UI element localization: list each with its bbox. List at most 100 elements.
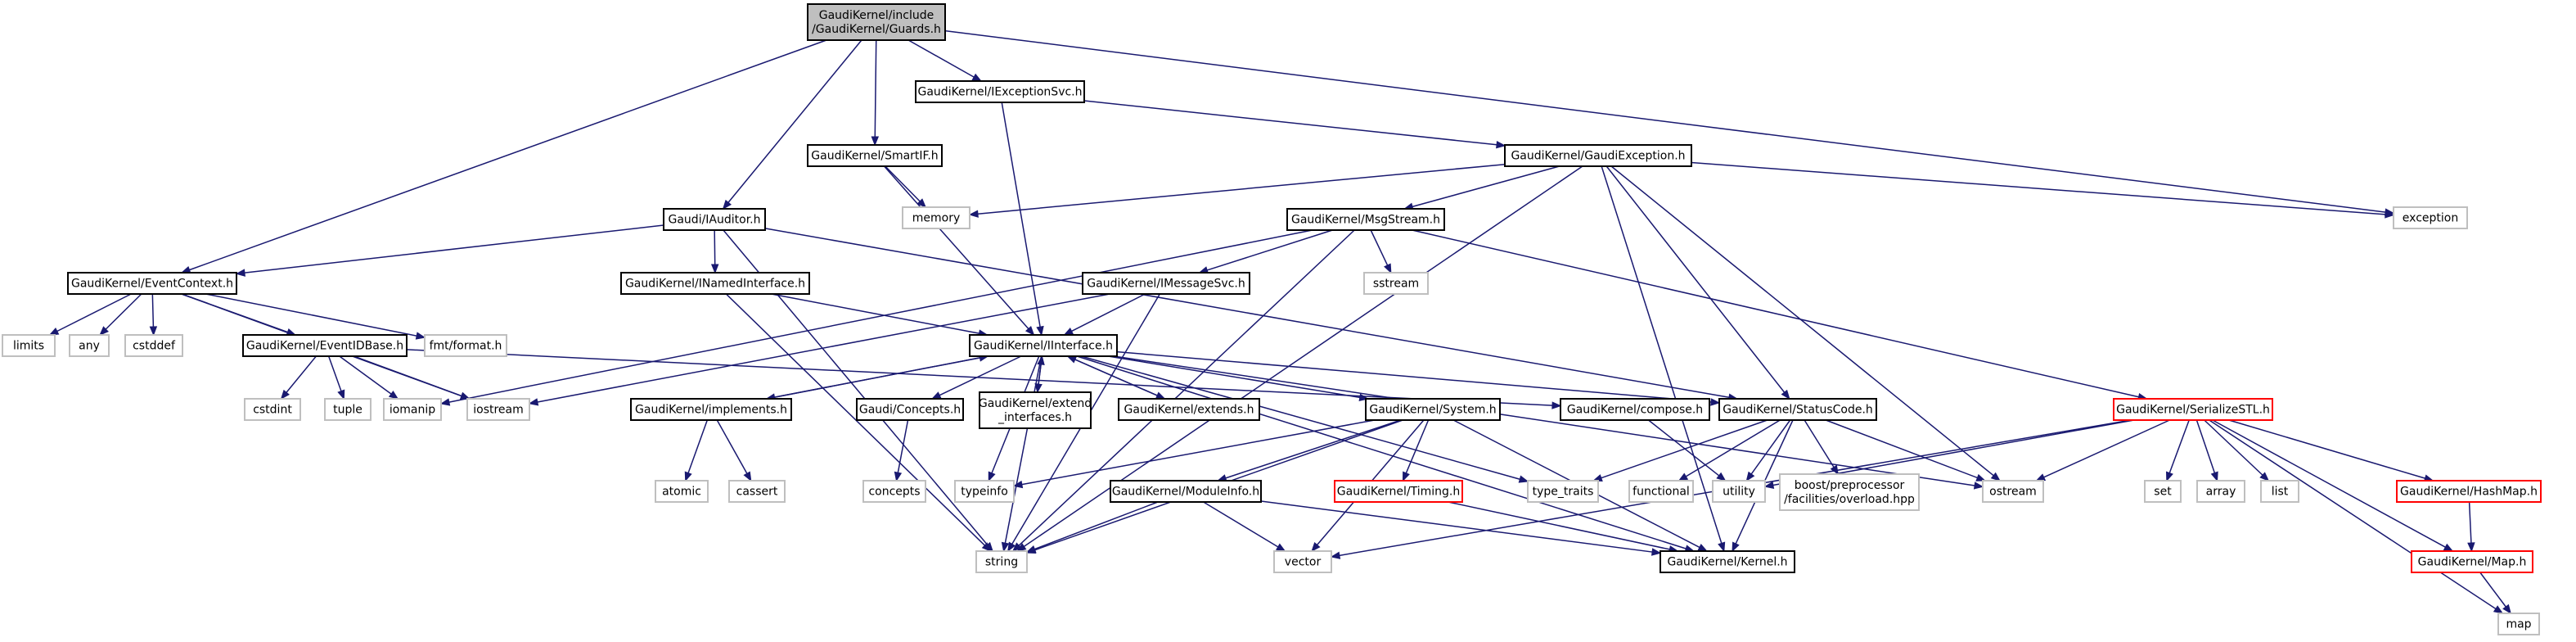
edge-eventidbase-to-tuple: [327, 355, 345, 400]
node-box: [1363, 272, 1429, 295]
edge-gaudiexception-to-kernel: [1601, 165, 1726, 553]
node-concepts: concepts: [862, 480, 926, 503]
edge-inamedinterface-to-iinterface: [771, 293, 989, 337]
node-map_h[interactable]: GaudiKernel/Map.h: [2411, 550, 2533, 573]
node-label: GaudiKernel/System.h: [1369, 404, 1496, 417]
node-label: GaudiKernel/extend: [979, 397, 1092, 410]
node-box: [915, 80, 1085, 103]
edge-gaudiexception-to-exception: [1691, 161, 2395, 219]
edge-guards-to-iauditor: [722, 39, 862, 210]
edge-gaudiexception-to-memory: [968, 163, 1506, 218]
node-label: iomanip: [390, 404, 435, 417]
node-compose[interactable]: GaudiKernel/compose.h: [1560, 398, 1710, 421]
node-box: [242, 334, 408, 357]
edge-serializestl-to-ostream: [2035, 419, 2170, 482]
edge-iauditor-to-inamedinterface: [710, 229, 719, 274]
node-box: [2144, 480, 2182, 503]
node-overload: boost/preprocessor/facilities/overload.h…: [1779, 473, 1920, 511]
node-box: [1504, 144, 1692, 167]
node-box: [2396, 480, 2542, 503]
node-box: [466, 398, 530, 421]
node-box: [69, 334, 110, 357]
node-box: [807, 3, 946, 41]
edge-msgstream-to-imessagesvc: [1198, 229, 1333, 274]
node-label: map: [2506, 618, 2531, 631]
edge-gaudiexception-to-ostream: [1610, 165, 2001, 482]
node-label: GaudiKernel/Kernel.h: [1667, 556, 1787, 569]
node-label: atomic: [662, 486, 701, 499]
edge-statuscode-to-ostream: [1825, 419, 1987, 482]
node-moduleinfo[interactable]: GaudiKernel/ModuleInfo.h: [1110, 480, 1262, 503]
node-exception: exception: [2393, 206, 2468, 229]
edge-iinterface-to-type_traits: [1081, 355, 1529, 483]
edge-map_h-to-map: [2479, 572, 2512, 615]
node-label: cstdint: [253, 404, 292, 417]
node-box: [1118, 398, 1260, 421]
node-kernel[interactable]: GaudiKernel/Kernel.h: [1660, 550, 1795, 573]
node-utility: utility: [1712, 480, 1766, 503]
edge-iauditor-to-statuscode: [764, 228, 1739, 401]
node-iomanip: iomanip: [383, 398, 442, 421]
node-gaudiexception[interactable]: GaudiKernel/GaudiException.h: [1504, 144, 1692, 167]
node-box: [728, 480, 786, 503]
node-box: [1628, 480, 1694, 503]
node-label: ostream: [1989, 486, 2037, 499]
node-guards[interactable]: GaudiKernel/include/GaudiKernel/Guards.h: [807, 3, 946, 41]
node-iauditor[interactable]: Gaudi/IAuditor.h: [663, 208, 766, 231]
node-eventcontext[interactable]: GaudiKernel/EventContext.h: [67, 272, 237, 295]
node-box: [1718, 398, 1877, 421]
node-extends[interactable]: GaudiKernel/extends.h: [1118, 398, 1260, 421]
edge-eventcontext-to-fmtformat: [205, 293, 426, 340]
node-box: [124, 334, 183, 357]
node-label: iostream: [473, 404, 524, 417]
node-box: [979, 391, 1092, 429]
edge-iexceptionsvc-to-iinterface: [1001, 102, 1044, 337]
node-box: [2260, 480, 2299, 503]
node-statuscode[interactable]: GaudiKernel/StatusCode.h: [1718, 398, 1877, 421]
node-label: tuple: [333, 404, 363, 417]
edge-concepts_h-to-concepts: [894, 419, 909, 482]
edge-msgstream-to-serializestl: [1412, 229, 2148, 401]
node-imessagesvc[interactable]: GaudiKernel/IMessageSvc.h: [1082, 272, 1250, 295]
node-inamedinterface[interactable]: GaudiKernel/INamedInterface.h: [620, 272, 810, 295]
node-label: GaudiKernel/SerializeSTL.h: [2116, 404, 2270, 417]
node-msgstream[interactable]: GaudiKernel/MsgStream.h: [1286, 208, 1445, 231]
node-label: GaudiKernel/HashMap.h: [2400, 486, 2538, 499]
edge-iinterface-to-string: [1001, 355, 1043, 553]
node-label: GaudiKernel/GaudiException.h: [1511, 150, 1685, 163]
edge-inamedinterface-to-string: [725, 293, 992, 552]
node-box: [1082, 272, 1250, 295]
node-iinterface[interactable]: GaudiKernel/IInterface.h: [969, 334, 1118, 357]
node-fmtformat: fmt/format.h: [424, 334, 507, 357]
edge-guards-to-smartif: [871, 39, 880, 147]
edge-implements-to-cassert: [716, 419, 752, 482]
node-label: GaudiKernel/IMessageSvc.h: [1087, 278, 1245, 291]
node-box: [954, 480, 1015, 503]
node-smartif[interactable]: GaudiKernel/SmartIF.h: [807, 144, 943, 167]
node-system[interactable]: GaudiKernel/System.h: [1365, 398, 1501, 421]
node-label: functional: [1633, 486, 1690, 499]
node-label: GaudiKernel/ModuleInfo.h: [1112, 486, 1259, 499]
node-label: GaudiKernel/implements.h: [635, 404, 787, 417]
node-iexceptionsvc[interactable]: GaudiKernel/IExceptionSvc.h: [915, 80, 1085, 103]
edge-eventidbase-to-iomanip: [339, 355, 399, 400]
edge-smartif-to-memory: [885, 165, 927, 208]
node-vector: vector: [1273, 550, 1332, 573]
node-implements[interactable]: GaudiKernel/implements.h: [630, 398, 792, 421]
node-label: sstream: [1373, 278, 1419, 291]
node-label: GaudiKernel/include: [819, 9, 934, 22]
node-serializestl[interactable]: GaudiKernel/SerializeSTL.h: [2113, 398, 2273, 421]
node-timing[interactable]: GaudiKernel/Timing.h: [1334, 480, 1463, 503]
node-hashmap[interactable]: GaudiKernel/HashMap.h: [2396, 480, 2542, 503]
edges-layer: [48, 29, 2512, 615]
node-label: any: [79, 340, 100, 353]
node-extend_interfaces[interactable]: GaudiKernel/extend_interfaces.h: [979, 391, 1092, 429]
node-label: fmt/format.h: [430, 340, 502, 353]
node-concepts_h[interactable]: Gaudi/Concepts.h: [856, 398, 964, 421]
node-box: [383, 398, 442, 421]
edge-smartif-to-iinterface: [883, 165, 1035, 337]
node-label: /facilities/overload.hpp: [1784, 493, 1915, 506]
node-typeinfo: typeinfo: [954, 480, 1015, 503]
node-eventidbase[interactable]: GaudiKernel/EventIDBase.h: [242, 334, 408, 357]
node-box: [807, 144, 943, 167]
